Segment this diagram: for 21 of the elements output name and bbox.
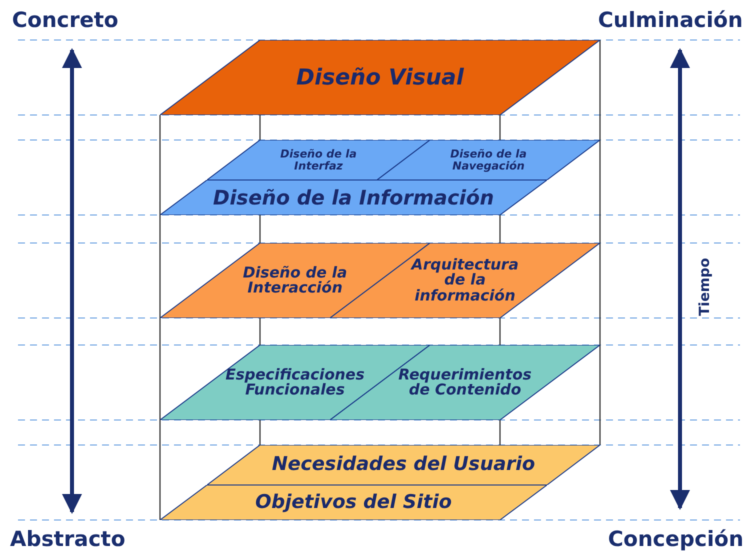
plane-label: Objetivos del Sitio — [254, 492, 453, 512]
layer-plane — [207, 445, 600, 485]
plane-label: Diseño de la Interfaz — [279, 148, 358, 172]
plane-label: Diseño de la Navegación — [449, 148, 528, 172]
layer-plane — [160, 180, 547, 215]
plane-label: Diseño de la Interacción — [242, 264, 348, 296]
plane-label: Diseño Visual — [295, 66, 465, 90]
scale-label: Culminación — [598, 8, 743, 32]
layer-plane — [160, 485, 547, 520]
plane-label: Necesidades del Usuario — [270, 455, 536, 475]
scale-label: Concreto — [12, 8, 118, 32]
scale-label: Abstracto — [10, 527, 126, 551]
layer-plane — [160, 40, 600, 115]
plane-label: Arquitectura de la información — [410, 256, 520, 304]
plane-label: Especificaciones Funcionales — [224, 366, 366, 398]
axis-label: Tiempo — [697, 258, 713, 316]
plane-label: Diseño de la Información — [212, 187, 496, 208]
scale-label: Concepción — [608, 527, 744, 551]
plane-label: Requerimientos de Contenido — [397, 366, 533, 398]
layer-plane — [207, 140, 430, 180]
layer-plane — [377, 140, 600, 180]
